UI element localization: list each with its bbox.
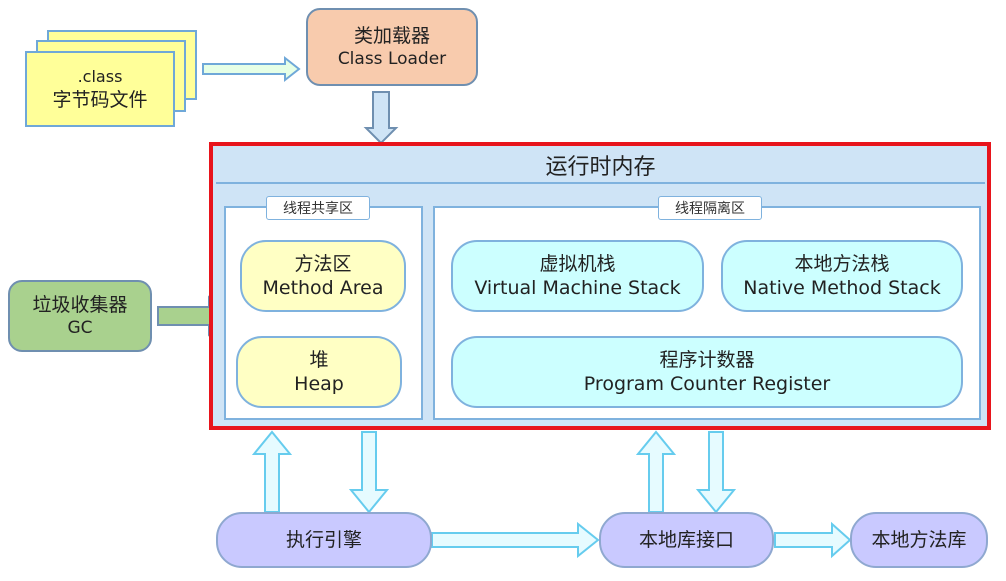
arrow-interface-down [695, 431, 737, 514]
gc-cn: 垃圾收集器 [32, 294, 128, 316]
class-loader-cn: 类加载器 [353, 25, 430, 47]
native-method-stack-en: Native Method Stack [743, 277, 941, 299]
native-interface-label: 本地库接口 [638, 529, 734, 551]
native-library-label: 本地方法库 [871, 529, 967, 551]
arrow-interface-to-library [774, 521, 852, 559]
method-area-box[interactable]: 方法区 Method Area [240, 240, 406, 312]
program-counter-en: Program Counter Register [583, 373, 831, 395]
class-loader-en: Class Loader [337, 49, 447, 69]
native-method-stack-cn: 本地方法栈 [794, 253, 890, 275]
method-area-cn: 方法区 [294, 253, 352, 275]
vm-stack-box[interactable]: 虚拟机栈 Virtual Machine Stack [451, 240, 704, 312]
arrow-bytecode-to-loader [202, 55, 301, 83]
arrow-engine-up [251, 430, 293, 513]
arrow-interface-up [635, 430, 677, 513]
arrow-engine-to-interface [431, 521, 600, 559]
garbage-collector-box[interactable]: 垃圾收集器 GC [8, 280, 152, 352]
bytecode-label: 字节码文件 [52, 89, 148, 111]
gc-en: GC [67, 318, 93, 338]
heap-box[interactable]: 堆 Heap [236, 336, 402, 408]
bytecode-doc: .class 字节码文件 [25, 51, 175, 127]
heap-cn: 堆 [309, 349, 329, 371]
native-interface-box[interactable]: 本地库接口 [599, 512, 774, 568]
method-area-en: Method Area [262, 277, 384, 299]
vm-stack-cn: 虚拟机栈 [539, 253, 616, 275]
execution-engine-box[interactable]: 执行引擎 [216, 512, 432, 568]
program-counter-cn: 程序计数器 [659, 349, 755, 371]
arrow-loader-to-runtime [363, 91, 399, 145]
class-loader-box[interactable]: 类加载器 Class Loader [306, 8, 478, 86]
thread-shared-tag: 线程共享区 [266, 196, 370, 220]
thread-isolated-tag: 线程隔离区 [658, 196, 762, 220]
arrow-engine-down [348, 431, 390, 514]
heap-en: Heap [294, 373, 344, 395]
runtime-title-bar: 运行时内存 [216, 148, 985, 184]
runtime-title: 运行时内存 [545, 155, 656, 180]
program-counter-box[interactable]: 程序计数器 Program Counter Register [451, 336, 963, 408]
vm-stack-en: Virtual Machine Stack [474, 277, 681, 299]
native-library-box[interactable]: 本地方法库 [850, 512, 988, 568]
bytecode-ext: .class [77, 67, 123, 86]
native-method-stack-box[interactable]: 本地方法栈 Native Method Stack [721, 240, 963, 312]
execution-engine-label: 执行引擎 [285, 529, 362, 551]
